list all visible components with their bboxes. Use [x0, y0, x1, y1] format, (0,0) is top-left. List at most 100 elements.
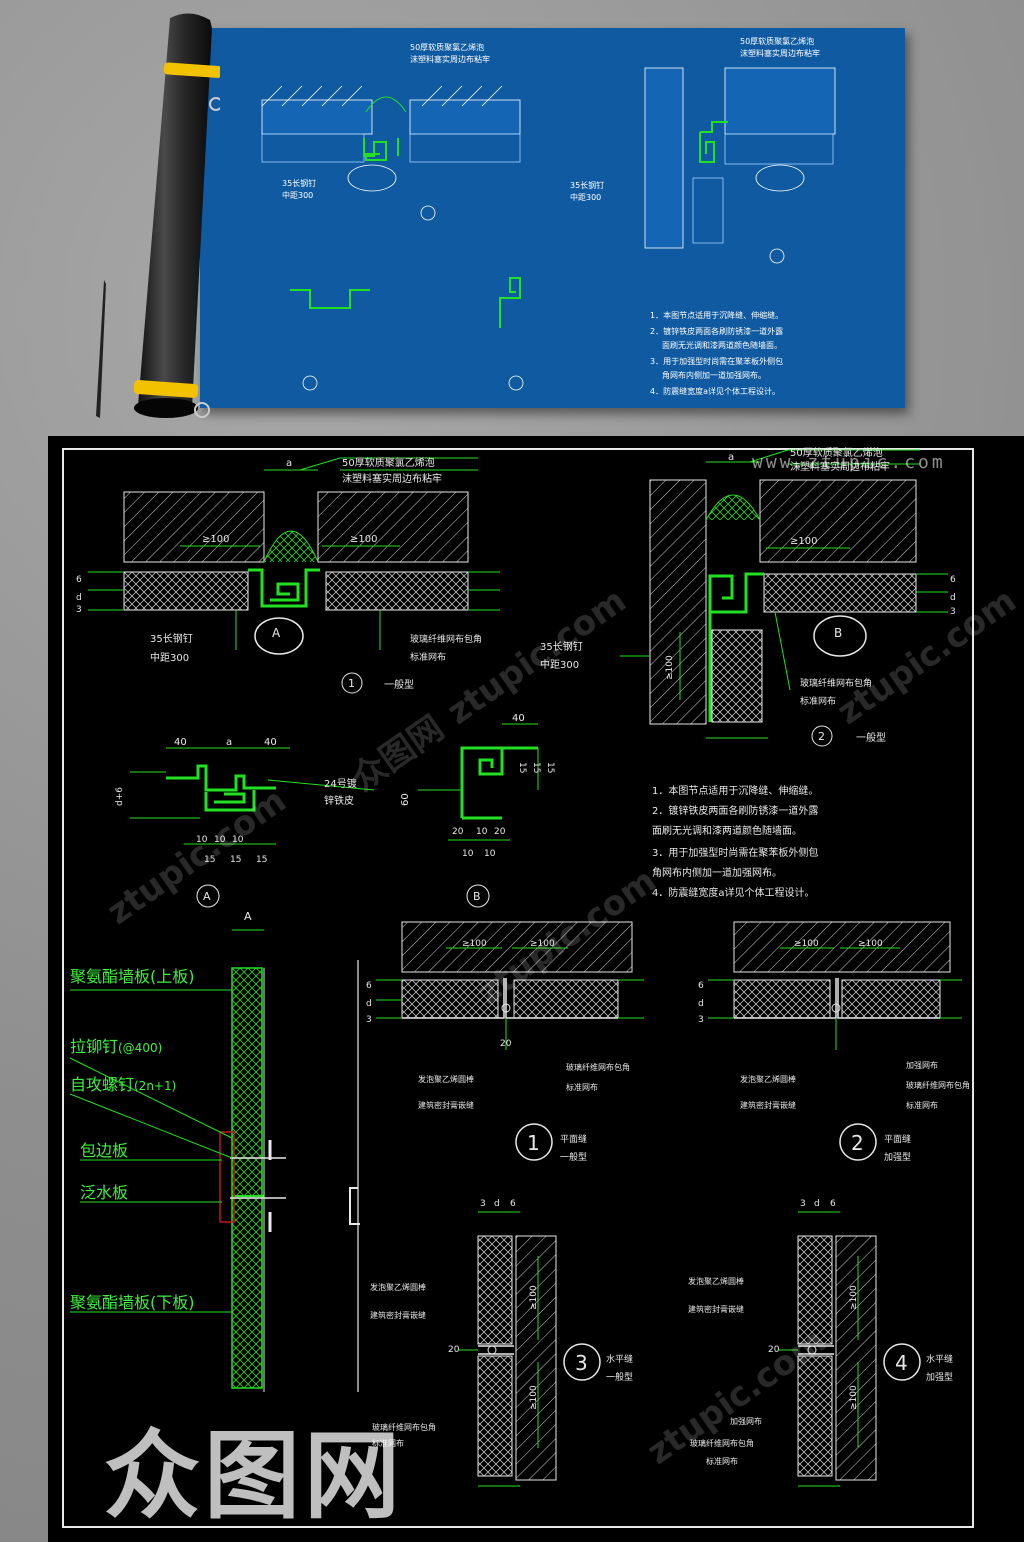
joint-v4-leader-4: 玻璃纤维网布包角	[690, 1438, 754, 1448]
joint-v4-dim-1: ≥100	[849, 1285, 859, 1310]
insulation-board-top	[763, 573, 917, 613]
detail-a-dim-40b: 40	[264, 737, 277, 748]
joint-v4-circle	[883, 1343, 921, 1381]
joint-h1-type-1: 平面缝	[560, 1133, 587, 1145]
detail-1-left-dim: ≥100	[202, 534, 229, 545]
wall-edge-trim: 包边板	[80, 1141, 128, 1160]
detail-b-d15a: 15	[517, 762, 527, 773]
joint-h1-leader-2: 建筑密封膏嵌缝	[418, 1100, 474, 1110]
notes-block: 1．本图节点适用于沉降缝、伸缩缝。 2．镀锌铁皮两面各刷防锈漆一道外露 面刷无光…	[652, 784, 818, 899]
joint-h2-d3: 3	[698, 1015, 704, 1025]
svg-text:中距300: 中距300	[282, 190, 313, 200]
detail-1-dim-d: d	[76, 593, 82, 603]
joint-h2-circle	[839, 1123, 877, 1161]
joint-v3-d3: 3	[480, 1199, 486, 1209]
svg-text:1．本图节点适用于沉降缝、伸缩缝。: 1．本图节点适用于沉降缝、伸缩缝。	[650, 310, 783, 320]
detail-b-d10a: 10	[462, 849, 474, 859]
svg-text:35长钢钉: 35长钢钉	[282, 178, 316, 188]
joint-v3-leader-4: 标准网布	[372, 1438, 404, 1448]
detail-b-dim-60: 60	[400, 793, 411, 806]
detail-1: A 1 一般型 a 50厚软质聚氯乙烯泡 沫塑料塞实周边布粘牢 ≥100 ≥10…	[76, 456, 500, 694]
joint-v3-d6: 6	[510, 1199, 516, 1209]
joint-h1-d6: 6	[366, 981, 372, 991]
joint-v4-dd: d	[814, 1199, 820, 1209]
joint-h1-d3: 3	[366, 1015, 372, 1025]
insulation-board-side	[711, 629, 763, 723]
detail-1-note-1: 50厚软质聚氯乙烯泡	[342, 456, 435, 469]
wall-rivet: 拉铆钉	[70, 1037, 118, 1056]
joint-v4-d6: 6	[830, 1199, 836, 1209]
detail-2-number-circle	[811, 725, 833, 747]
rolled-drawing-tube-icon	[133, 13, 220, 418]
wall-screw: 自攻螺钉	[70, 1075, 134, 1094]
joint-h1-leader-3: 玻璃纤维网布包角	[566, 1062, 630, 1072]
joint-v4-leader-3: 加强网布	[730, 1416, 762, 1426]
watermark-logo: 众图网	[104, 1420, 404, 1532]
wall-rivet-spacing: (@400)	[118, 1041, 162, 1055]
detail-b-d15b: 15	[531, 762, 541, 773]
joint-v3-leader-2: 建筑密封膏嵌缝	[370, 1310, 426, 1320]
wall-panel-section: A 聚氨酯墙板(上板) 拉铆钉 (@400) 自攻螺钉 (2n+1) 包边板 泛…	[69, 910, 360, 1392]
detail-a-d10b: 10	[214, 835, 226, 845]
svg-text:沫塑料塞实周边布粘牢: 沫塑料塞实周边布粘牢	[410, 54, 490, 64]
joint-v4-type-1: 水平缝	[926, 1353, 953, 1365]
detail-1-number-circle	[341, 672, 363, 694]
joint-h2-type-1: 平面缝	[884, 1133, 911, 1145]
joint-h2-leader-2: 建筑密封膏嵌缝	[740, 1100, 796, 1110]
joint-v3-leader-1: 发泡聚乙烯圆棒	[370, 1282, 426, 1292]
detail-b-dim-40: 40	[512, 713, 525, 724]
detail-1-type: 一般型	[384, 678, 414, 691]
joint-h1-d20: 20	[500, 1039, 512, 1049]
blueprint-drawing: 50厚软质聚氯乙烯泡 沫塑料塞实周边布粘牢 50厚软质聚氯乙烯泡 沫塑料塞实周边…	[261, 36, 836, 396]
joint-v4-d20: 20	[768, 1345, 780, 1355]
callout-b	[813, 615, 867, 657]
note-4: 3．用于加强型时尚需在聚苯板外侧包	[652, 846, 818, 859]
detail-2-gap-label: a	[728, 452, 734, 463]
joint-h1-dim-2: ≥100	[530, 939, 555, 949]
detail-1-number: 1	[348, 677, 355, 690]
joint-h2-dd: d	[698, 999, 704, 1009]
note-5: 角网布内侧加一道加强网布。	[652, 866, 782, 879]
joint-v4-number: 4	[895, 1351, 908, 1375]
wall-screw-count: (2n+1)	[134, 1079, 176, 1093]
detail-a-metal-1: 24号镀	[324, 777, 357, 790]
detail-2-nail-1: 35长钢钉	[540, 640, 583, 653]
joint-v3-dd: d	[494, 1199, 500, 1209]
joint-v3-d20: 20	[448, 1345, 460, 1355]
detail-2-mesh-1: 玻璃纤维网布包角	[800, 677, 872, 689]
joint-v4-type-2: 加强型	[926, 1372, 953, 1383]
detail-1-nail-1: 35长钢钉	[150, 632, 193, 645]
svg-text:面刷无光调和漆两道颜色随墙面。: 面刷无光调和漆两道颜色随墙面。	[662, 340, 782, 350]
note-2: 2．镀锌铁皮两面各刷防锈漆一道外露	[652, 804, 818, 817]
detail-2-mesh-2: 标准网布	[800, 695, 836, 707]
detail-2-side-dim: ≥100	[665, 655, 675, 680]
insulation-board-left	[123, 571, 249, 611]
detail-b-d20a: 20	[452, 827, 464, 837]
joint-v3-number: 3	[575, 1351, 588, 1375]
detail-a-metal-2: 锌铁皮	[324, 794, 354, 807]
joint-h2-dim-2: ≥100	[858, 939, 883, 949]
joint-v3: 3 d 6 ≥100 ≥100 20 发泡聚乙烯圆棒 建筑密封膏嵌缝 玻璃纤维网…	[370, 1199, 633, 1487]
detail-1-nail-2: 中距300	[150, 651, 189, 664]
joint-h1: ≥100 ≥100 6 d 3 20 发泡聚乙烯圆棒 建筑密封膏嵌缝 玻璃纤维网…	[366, 921, 644, 1163]
detail-a-label: A	[203, 890, 211, 903]
joint-h2-leader-1: 发泡聚乙烯圆棒	[740, 1074, 796, 1084]
detail-1-mesh-2: 标准网布	[410, 651, 446, 663]
joint-h2: ≥100 ≥100 6 d 3 发泡聚乙烯圆棒 建筑密封膏嵌缝 加强网布 玻璃纤…	[698, 921, 970, 1163]
detail-a-d10c: 10	[232, 835, 244, 845]
detail-b-d10b: 10	[476, 827, 488, 837]
preview-mockup: 50厚软质聚氯乙烯泡 沫塑料塞实周边布粘牢 50厚软质聚氯乙烯泡 沫塑料塞实周边…	[0, 0, 1024, 440]
insulation-board-right	[325, 571, 469, 611]
joint-h1-circle	[515, 1123, 553, 1161]
detail-a-circle	[196, 884, 220, 908]
note-1: 1．本图节点适用于沉降缝、伸缩缝。	[652, 784, 818, 797]
detail-2: B 2 一般型 a 50厚软质聚氯乙烯泡 沫塑料塞实周边布粘牢 ≥100 ≥10…	[540, 446, 956, 747]
detail-2-note-1: 50厚软质聚氯乙烯泡	[790, 446, 883, 459]
note-3: 面刷无光调和漆两道颜色随墙面。	[652, 824, 802, 837]
pen-icon	[96, 280, 106, 418]
svg-text:50厚软质聚氯乙烯泡: 50厚软质聚氯乙烯泡	[740, 36, 814, 46]
joint-v3-dim-2: ≥100	[529, 1385, 539, 1410]
detail-b-circle	[466, 884, 490, 908]
detail-b-d10c: 10	[484, 849, 496, 859]
